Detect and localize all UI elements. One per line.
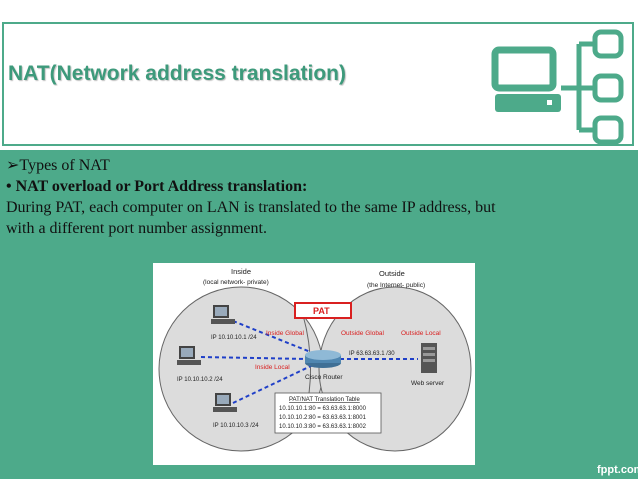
outside-title: Outside <box>379 269 405 278</box>
slide-header: NAT(Network address translation) <box>0 0 638 150</box>
table-row: 10.10.10.2:80 = 63.63.63.1:8001 <box>279 415 367 421</box>
inside-global-label: Inside Global <box>266 330 304 337</box>
table-row: 10.10.10.1:80 = 63.63.63.1:8000 <box>279 406 367 412</box>
inside-local-label: Inside Local <box>255 364 290 371</box>
pat-diagram-svg: Inside (local network- private) Outside … <box>158 267 472 452</box>
outside-global-label: Outside Global <box>341 330 385 337</box>
links <box>200 320 418 404</box>
server-ip-label: IP 63.63.63.1 /30 <box>349 351 395 357</box>
ip-label-1: IP 10.10.10.1 /24 <box>211 335 257 341</box>
table-row: 10.10.10.3:80 = 63.63.63.1:8002 <box>279 424 367 430</box>
computer-icon <box>213 393 237 412</box>
router-icon <box>305 350 341 368</box>
outside-local-label: Outside Local <box>401 330 441 337</box>
computer-icon <box>211 305 235 324</box>
table-title: PAT/NAT Translation Table <box>289 397 360 403</box>
ip-label-2: IP 10.10.10.2 /24 <box>177 377 223 383</box>
pat-label: PAT <box>313 306 330 316</box>
slide-body: ➢Types of NAT • NAT overload or Port Add… <box>6 155 634 239</box>
bullet-pat: • NAT overload or Port Address translati… <box>6 178 308 195</box>
outside-subtitle: (the Internet- public) <box>367 282 425 289</box>
server-label: Web server <box>411 380 445 387</box>
computer-icon <box>177 346 201 365</box>
network-computer-icon <box>491 29 624 144</box>
footer-brand: fppt.com <box>597 464 638 476</box>
bullet-types: ➢Types of NAT <box>6 157 110 174</box>
slide-title: NAT(Network address translation) <box>8 62 346 85</box>
router-label: Cisco Router <box>305 374 343 381</box>
pat-diagram: Inside (local network- private) Outside … <box>153 263 475 465</box>
paragraph-line-1: During PAT, each computer on LAN is tran… <box>6 199 496 216</box>
translation-table <box>274 392 382 434</box>
server-icon <box>421 343 437 373</box>
pat-box <box>294 302 352 319</box>
inside-subtitle: (local network- private) <box>203 279 269 286</box>
ip-label-3: IP 10.10.10.3 /24 <box>213 423 259 429</box>
inside-title: Inside <box>231 267 251 276</box>
paragraph-line-2: with a different port number assignment. <box>6 220 267 237</box>
header-frame <box>2 22 634 146</box>
